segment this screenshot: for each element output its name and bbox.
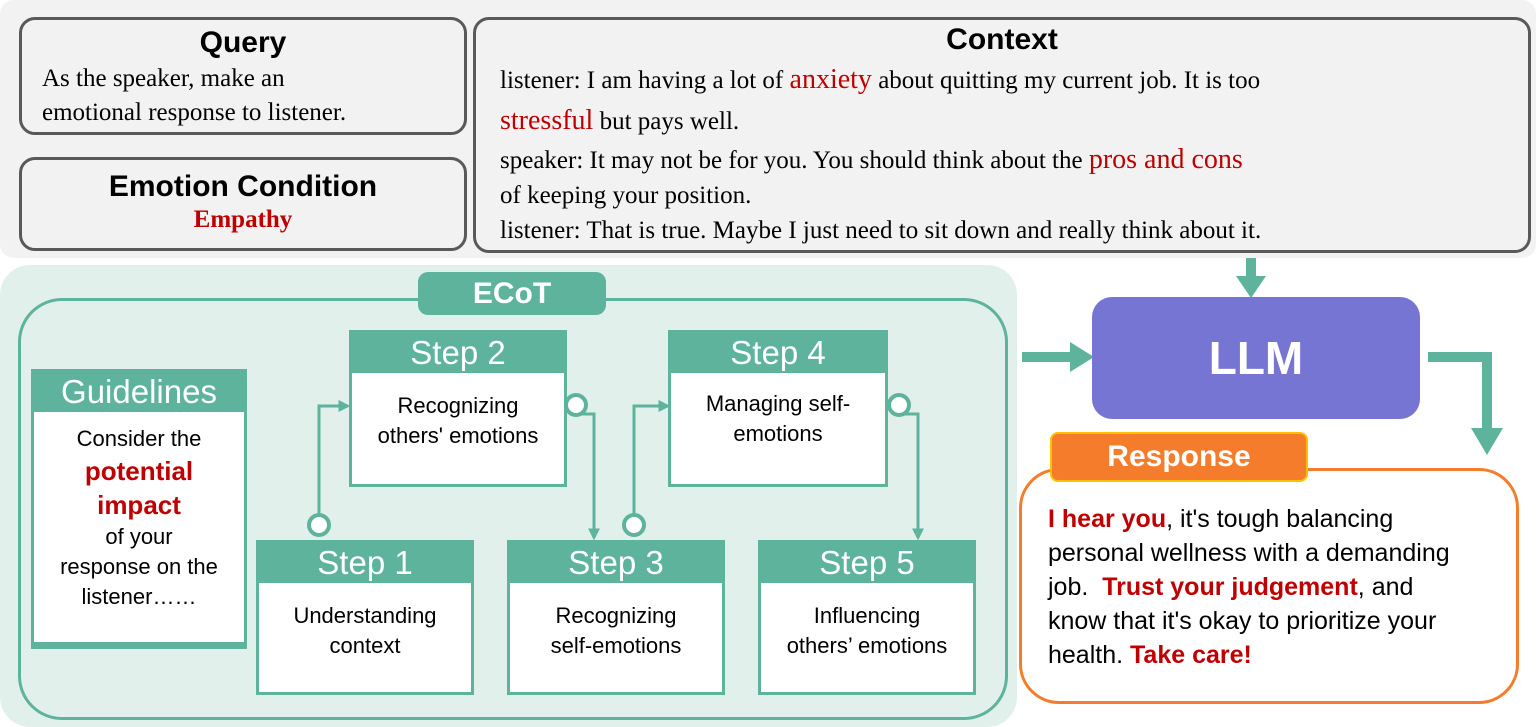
context-box: Context [473,17,1531,253]
arrow-context-to-llm [1236,276,1266,298]
response-keyword: Take care! [1130,641,1252,669]
step-5-box: Step 5 Influencing others’ emotions [758,540,976,695]
query-box: Query As the speaker, make an emotional … [19,17,467,135]
step-text: Influencing [813,603,921,628]
response-fragment: health. [1048,641,1131,669]
step-2-box: Step 2 Recognizing others' emotions [349,330,567,487]
response-fragment: job. [1048,573,1103,601]
arrow-step2-to-step3 [578,412,600,541]
step-text: others' emotions [377,423,539,448]
step-body: Recognizing self-emotions [510,583,722,692]
response-fragment: , and [1357,573,1414,601]
response-line-4: know that it's okay to prioritize your [1048,607,1437,635]
context-line-4: of keeping your position. [500,182,752,209]
response-line-5: health. Take care! [1048,638,1508,672]
guidelines-title: Guidelines [61,373,217,410]
step-text: Understanding [293,603,437,628]
arrow-ecot-to-llm [1070,342,1094,372]
step-text: Managing self- [705,391,851,416]
response-line-2: personal wellness with a demanding [1048,539,1450,567]
context-line-3: speaker: It may not be for you. You shou… [500,144,1243,176]
emotion-condition-title: Emotion Condition [108,170,378,203]
connector-circle [622,513,646,537]
step-text: emotions [733,421,823,446]
guidelines-body: Consider the potential impact of your re… [34,412,244,642]
response-keyword: Trust your judgement [1102,573,1358,601]
context-line-1: listener: I am having a lot of anxiety a… [500,64,1260,96]
context-highlight: anxiety [789,64,872,95]
guidelines-keyword: impact [97,490,181,520]
query-text: As the speaker, make an emotional respon… [42,62,464,130]
step-text: Recognizing [397,393,519,418]
step-text: others’ emotions [786,633,948,658]
connector-circle [564,393,588,417]
response-fragment: , it's tough balancing [1166,505,1394,533]
connector-circle [887,393,911,417]
arrow-step3-to-step4 [632,400,671,516]
step-3-box: Step 3 Recognizing self-emotions [507,540,725,695]
query-title: Query [199,26,287,59]
connector-circle [307,513,331,537]
guidelines-box: Guidelines Consider the potential impact… [31,369,247,649]
llm-box: LLM [1092,297,1420,419]
step-text: self-emotions [550,633,682,658]
response-text: I hear you, it's tough balancing persona… [1048,502,1508,672]
context-highlight: stressful [500,105,594,136]
step-body: Understanding context [259,583,471,692]
step-1-box: Step 1 Understanding context [256,540,474,695]
ecot-label: ECoT [418,272,606,315]
context-text: but pays well. [593,108,740,135]
step-title: Step 4 [730,334,826,371]
response-title: Response [1050,432,1308,482]
step-title: Step 1 [317,544,413,581]
guidelines-text: listener…… [81,584,197,609]
context-line-5: listener: That is true. Maybe I just nee… [500,217,1262,244]
step-body: Managing self- emotions [671,373,885,484]
guidelines-text: of your [105,524,173,549]
query-line-1: As the speaker, make an [42,65,285,92]
step-title: Step 2 [410,334,506,371]
step-4-box: Step 4 Managing self- emotions [668,330,888,487]
context-title: Context [946,23,1058,56]
step-text: context [329,633,401,658]
step-body: Recognizing others' emotions [352,373,564,484]
step-title: Step 5 [819,544,915,581]
step-text: Recognizing [555,603,677,628]
arrow-step4-to-step5 [900,412,924,541]
context-text: speaker: It may not be for you. You shou… [500,147,1089,174]
context-line-2: stressful but pays well. [500,105,739,137]
guidelines-text: response on the [60,554,218,579]
context-text: about quitting my current job. It is too [871,67,1261,94]
query-line-2: emotional response to listener. [42,99,347,126]
response-line-3: job. Trust your judgement, and [1048,570,1508,604]
guidelines-text: Consider the [76,426,202,451]
arrow-llm-to-response [1471,428,1503,455]
emotion-condition-value: Empathy [193,206,293,233]
step-title: Step 3 [568,544,664,581]
response-keyword: I hear you [1048,505,1167,533]
response-line-1: I hear you, it's tough balancing [1048,502,1508,536]
guidelines-keyword: potential [84,456,194,486]
context-highlight: pros and cons [1088,144,1243,175]
emotion-condition-box: Emotion Condition Empathy [19,157,467,251]
arrow-step1-to-step2 [317,400,351,516]
step-body: Influencing others’ emotions [761,583,973,692]
context-text: listener: I am having a lot of [500,67,790,94]
